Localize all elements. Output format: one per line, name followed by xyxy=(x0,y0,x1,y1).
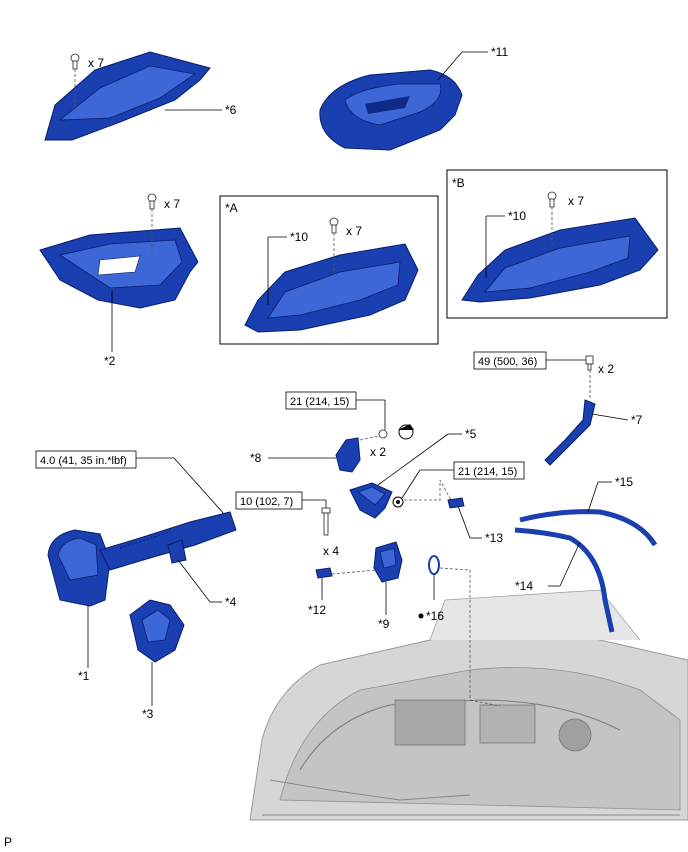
torque-10: 10 (102, 7) xyxy=(240,496,293,508)
part-6-cover xyxy=(44,51,211,141)
callout-1: *1 xyxy=(78,669,90,683)
part-8-bracket: 21 (214, 15) x 2 xyxy=(285,391,414,473)
torque-4: 4.0 (41, 35 in.*lbf) xyxy=(40,455,127,467)
qty-x2-part7: x 2 xyxy=(598,362,614,376)
callout-8: *8 xyxy=(250,451,262,465)
part-13-clip xyxy=(404,479,465,509)
part-14-hose xyxy=(514,527,615,633)
callout-6: *6 xyxy=(225,103,237,117)
qty-x7-variant-b: x 7 xyxy=(568,194,584,208)
callout-10-variant-a: *10 xyxy=(290,230,308,244)
variant-a-box: *A x 7 *10 xyxy=(219,195,439,345)
torque-49: 49 (500, 36) xyxy=(478,356,537,368)
callout-4: *4 xyxy=(225,595,237,609)
torque-21-upper: 21 (214, 15) xyxy=(290,396,349,408)
callout-5: *5 xyxy=(465,427,477,441)
callout-7: *7 xyxy=(631,413,643,427)
torque-21-lower: 21 (214, 15) xyxy=(458,466,517,478)
figure-code: P xyxy=(4,835,12,849)
air-intake-assembly: 4.0 (41, 35 in.*lbf) xyxy=(35,450,237,607)
callout-3: *3 xyxy=(142,707,154,721)
engine-bay-illustration xyxy=(249,589,688,821)
variant-b-label: *B xyxy=(452,176,465,190)
qty-x7-variant-a: x 7 xyxy=(346,224,362,238)
callout-14: *14 xyxy=(515,579,533,593)
torque-21-lower-group: 21 (214, 15) xyxy=(392,461,525,508)
part-9-bracket: 10 (102, 7) x 4 xyxy=(235,491,403,583)
part-16-o-ring xyxy=(418,555,501,707)
callout-15: *15 xyxy=(615,475,633,489)
qty-x2-part8: x 2 xyxy=(370,445,386,459)
part-5-bracket xyxy=(349,482,393,519)
qty-x7-part6: x 7 xyxy=(88,56,104,70)
part-15-hose xyxy=(519,509,658,547)
callout-11: *11 xyxy=(491,45,508,59)
part-7-bracket: 49 (500, 36) x 2 xyxy=(473,351,614,466)
part-3-duct xyxy=(129,599,185,663)
variant-a-label: *A xyxy=(225,201,238,215)
qty-x4-part9: x 4 xyxy=(323,544,339,558)
callout-12: *12 xyxy=(308,603,326,617)
part-11-engine-cover xyxy=(319,69,463,151)
part-2-cover xyxy=(39,193,199,309)
callout-9: *9 xyxy=(378,617,390,631)
callout-10-variant-b: *10 xyxy=(508,209,526,223)
variant-b-box: *B x 7 *10 xyxy=(446,169,668,319)
callout-16: *16 xyxy=(426,609,444,623)
callout-13: *13 xyxy=(485,531,503,545)
callout-2: *2 xyxy=(104,354,116,368)
part-12-clip xyxy=(315,567,377,579)
qty-x7-part2: x 7 xyxy=(164,197,180,211)
